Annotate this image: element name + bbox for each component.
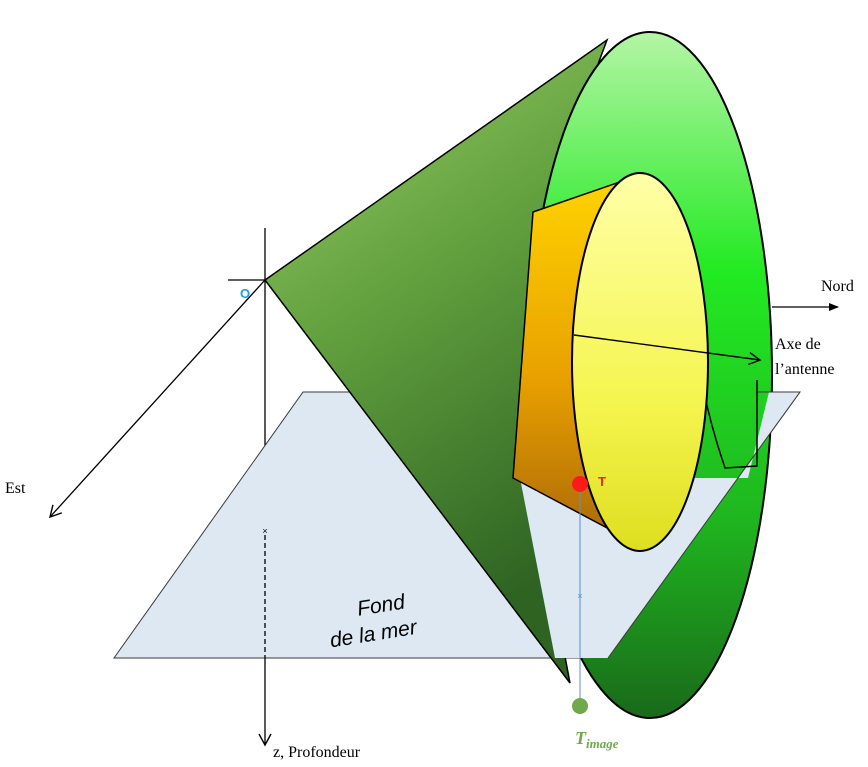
depth-axis-label: z, Profondeur xyxy=(273,744,361,761)
antenna-axis-arrow xyxy=(573,334,762,366)
target-image-label-sub: image xyxy=(586,736,619,751)
east-label: Est xyxy=(5,480,26,497)
target-point xyxy=(572,476,588,492)
target-image-label: Timage xyxy=(575,728,619,751)
origin-label: O xyxy=(240,286,250,301)
seabed-edge-right xyxy=(607,391,801,659)
antenna-axis-label-line2: l’antenne xyxy=(775,361,835,378)
target-image-point xyxy=(572,698,588,714)
z-axis-tick: × xyxy=(262,526,267,536)
north-label: Nord xyxy=(821,278,854,295)
target-image-label-main: T xyxy=(575,728,587,748)
east-axis xyxy=(49,279,266,519)
target-label: T xyxy=(598,474,606,489)
beam-disc xyxy=(571,172,709,552)
antenna-axis-label-line1: Axe de xyxy=(775,336,821,353)
projection-tick: × xyxy=(577,591,582,601)
